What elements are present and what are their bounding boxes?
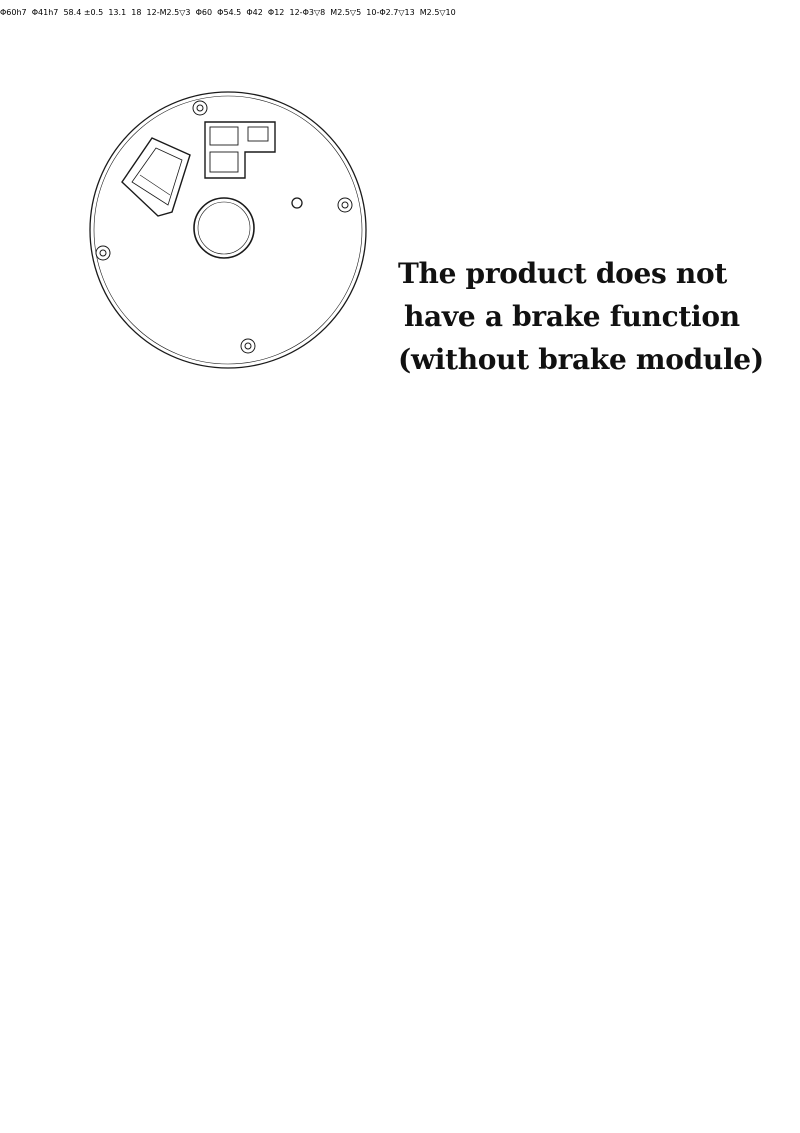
side-view-dimension-text: Φ60h7 Φ41h7 58.4 ±0.5 13.1 18 12-M2.5▽3 … xyxy=(0,0,217,19)
dim-mid-step: 18 xyxy=(131,8,142,17)
callout-b-line1: 10-Φ2.7▽13 xyxy=(366,8,415,17)
callout-a-line1: 12-Φ3▽8 xyxy=(289,8,326,17)
dim-pcd: Φ42 xyxy=(246,8,263,17)
dim-bottom: Φ60 xyxy=(195,8,213,17)
no-brake-notice: The product does not have a brake functi… xyxy=(398,252,788,381)
dim-bore: Φ12 xyxy=(267,8,285,17)
top-view xyxy=(89,91,367,369)
dim-top-inner: Φ41h7 xyxy=(31,8,59,17)
callout-b-line2: M2.5▽10 xyxy=(419,8,456,17)
bottom-view-dimension-text: Φ54.5 Φ42 Φ12 12-Φ3▽8 M2.5▽5 10-Φ2.7▽13 … xyxy=(217,0,456,19)
dim-outer: Φ54.5 xyxy=(217,8,242,17)
notice-line-2: have a brake function xyxy=(404,300,740,333)
notice-line-1: The product does not xyxy=(398,257,727,290)
dim-top-step: 13.1 xyxy=(108,8,127,17)
top-view-screws xyxy=(95,100,353,354)
dim-holes: 12-M2.5▽3 xyxy=(146,8,191,17)
dim-top-outer: Φ60h7 xyxy=(0,8,27,17)
dim-height-total: 58.4 ±0.5 xyxy=(63,8,104,17)
notice-line-3: (without brake module) xyxy=(398,343,764,376)
top-view-bore xyxy=(193,197,255,259)
callout-a-line2: M2.5▽5 xyxy=(330,8,362,17)
